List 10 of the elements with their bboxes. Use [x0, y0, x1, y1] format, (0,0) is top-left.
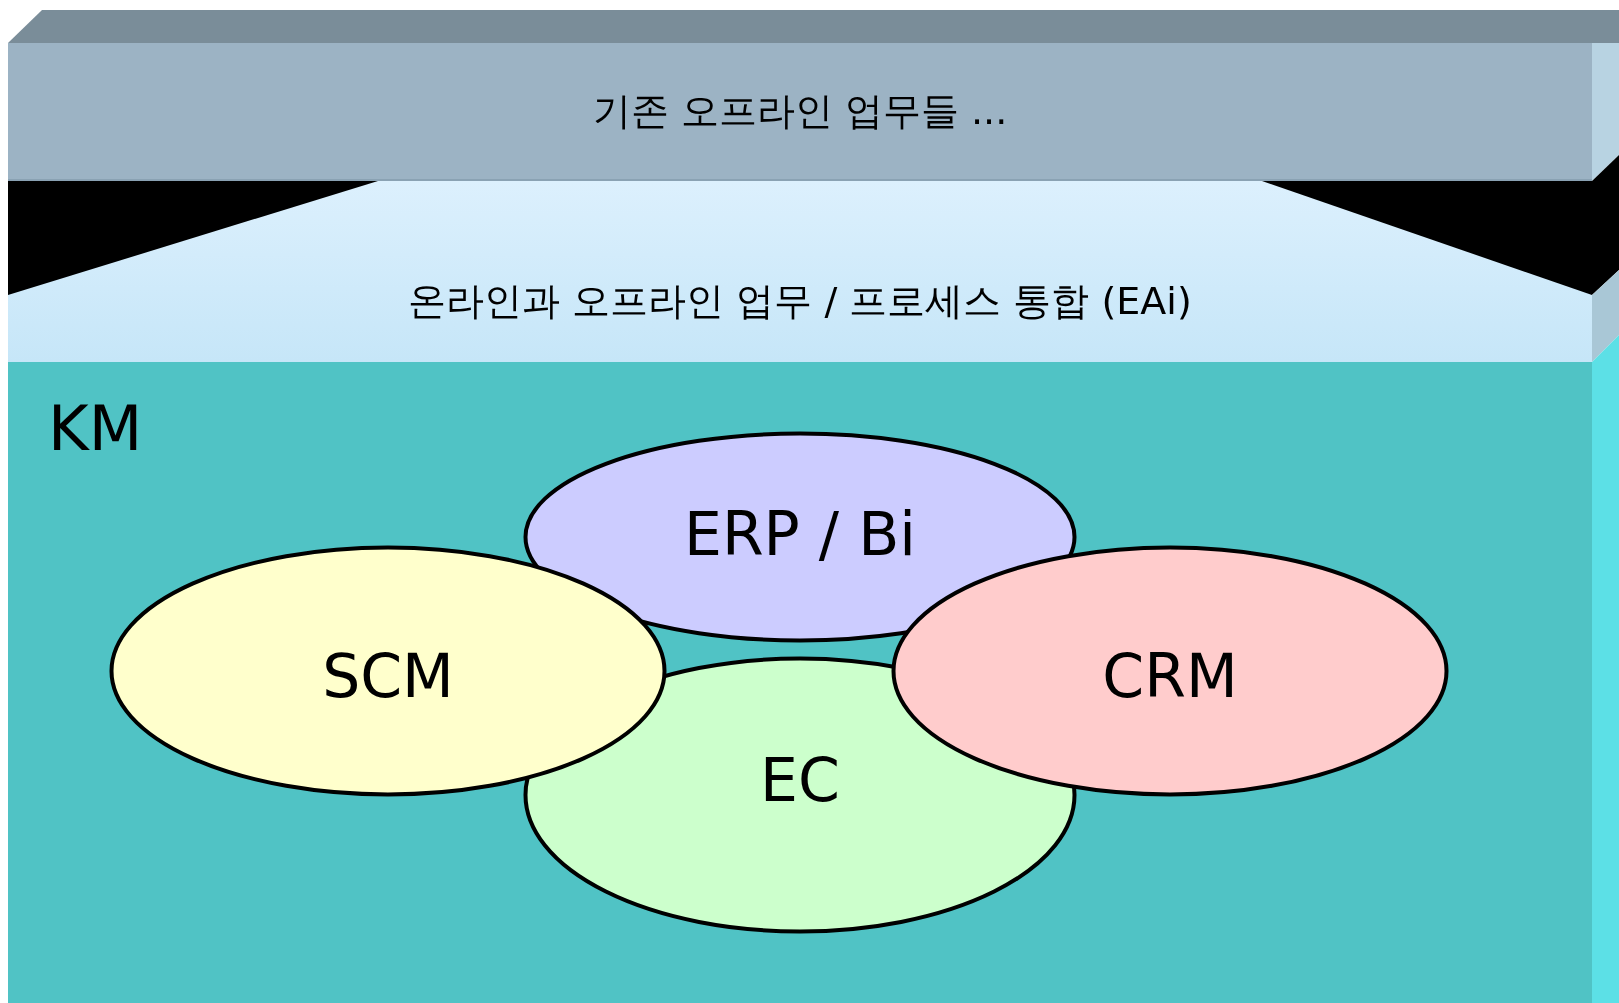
ellipse-label: CRM — [1102, 646, 1238, 706]
middle-band — [8, 181, 1592, 362]
ellipse-label: EC — [760, 750, 840, 810]
km-panel — [8, 362, 1592, 1003]
ellipse-label: ERP / Bi — [684, 504, 916, 564]
band-label: 온라인과 오프라인 업무 / 프로세스 통합 (EAi) — [408, 277, 1192, 325]
panel-label: KM — [48, 398, 143, 460]
ellipse-label: SCM — [322, 646, 454, 706]
band-label: 기존 오프라인 업무들 ... — [592, 87, 1008, 135]
top-band — [8, 43, 1592, 181]
